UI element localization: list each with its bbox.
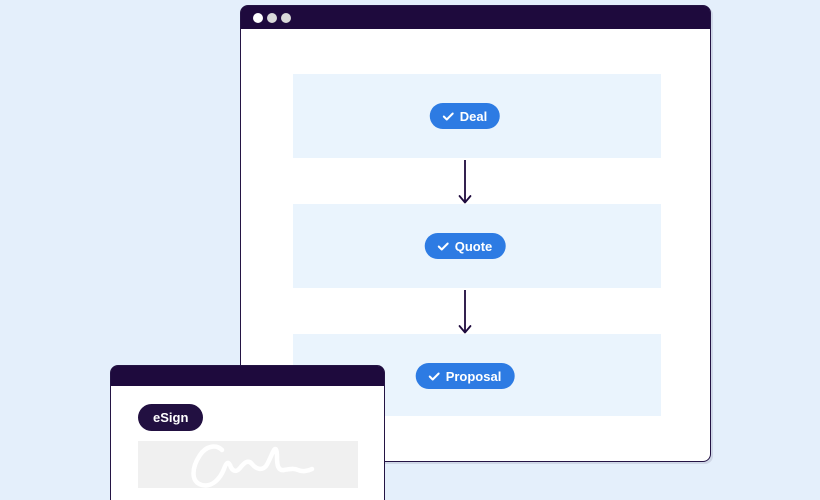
signature-icon xyxy=(191,444,315,488)
deal-step-label: Deal xyxy=(459,108,488,124)
esign-window-titlebar xyxy=(111,366,384,386)
quote-step-button[interactable]: Quote xyxy=(424,233,506,259)
proposal-step-button[interactable]: Proposal xyxy=(415,363,515,389)
signature-field[interactable] xyxy=(138,441,358,488)
window-dot-icon[interactable] xyxy=(267,12,277,23)
check-icon xyxy=(437,242,449,251)
check-icon xyxy=(428,372,440,381)
arrow-down-icon xyxy=(458,159,472,205)
quote-step-label: Quote xyxy=(454,238,493,254)
arrow-down-icon xyxy=(458,289,472,335)
flow-window-titlebar xyxy=(241,6,710,29)
proposal-step-label: Proposal xyxy=(445,368,502,384)
esign-badge-button[interactable]: eSign xyxy=(138,404,204,431)
deal-step-button[interactable]: Deal xyxy=(429,103,501,129)
window-dot-icon[interactable] xyxy=(253,12,263,23)
check-icon xyxy=(442,112,454,121)
window-dot-icon[interactable] xyxy=(281,12,291,23)
esign-badge-label: eSign xyxy=(153,410,189,425)
esign-window: eSign xyxy=(110,365,385,500)
